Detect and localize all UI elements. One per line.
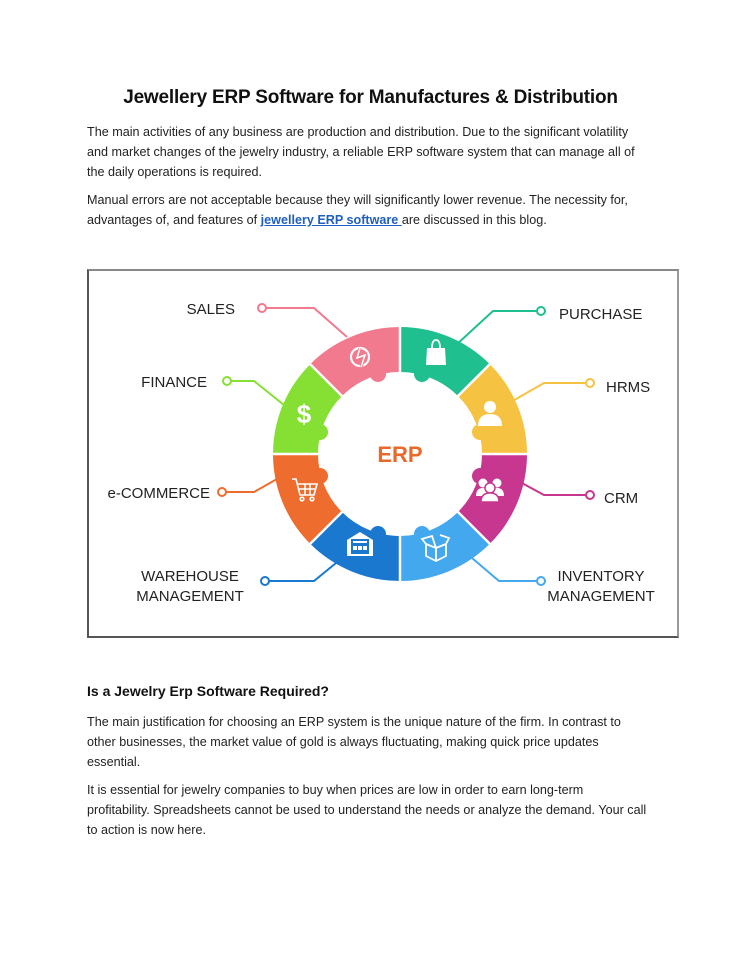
section-paragraph-1: The main justification for choosing an E… [87, 715, 621, 769]
intro-paragraph-2-text: Manual errors are not acceptable because… [87, 193, 628, 227]
inventory-segment [400, 512, 490, 581]
section-heading: Is a Jewelry Erp Software Required? [87, 683, 329, 699]
people-group-icon [476, 478, 504, 503]
sales-chart-icon [349, 346, 371, 368]
section-paragraph-2: It is essential for jewelry companies to… [87, 783, 647, 837]
erp-wheel-graphic: $ ERP SALES PURC [107, 301, 655, 605]
sales-segment [310, 327, 400, 396]
warehouse-icon [347, 532, 373, 556]
erp-center-label: ERP [377, 442, 422, 467]
label-inventory-line2: MANAGEMENT [547, 588, 655, 605]
label-finance: FINANCE [141, 374, 207, 391]
person-icon [478, 401, 502, 426]
label-ecommerce: e-COMMERCE [107, 485, 210, 502]
label-crm: CRM [604, 490, 638, 507]
label-hrms: HRMS [606, 379, 650, 396]
shopping-bag-icon [426, 339, 446, 365]
finance-segment [273, 364, 342, 454]
label-warehouse-line2: MANAGEMENT [136, 588, 244, 605]
jewellery-erp-software-link[interactable]: jewellery ERP software [260, 213, 402, 227]
ecommerce-segment [273, 454, 342, 544]
document-title: Jewellery ERP Software for Manufactures … [123, 87, 618, 108]
intro-paragraph-1: The main activities of any business are … [87, 125, 635, 179]
svg-text:$: $ [297, 399, 312, 429]
open-box-icon [420, 534, 451, 563]
label-purchase: PURCHASE [559, 306, 642, 323]
shopping-cart-icon [292, 478, 319, 502]
label-inventory-line1: INVENTORY [558, 568, 645, 585]
intro-paragraph-2-tail: are discussed in this blog. [401, 213, 547, 227]
erp-modules-diagram: $ ERP SALES PURC [87, 269, 679, 638]
label-sales: SALES [187, 301, 235, 318]
intro-paragraph-2: Manual errors are not acceptable because… [87, 190, 647, 230]
dollar-icon: $ [297, 399, 312, 429]
label-warehouse-line1: WAREHOUSE [141, 568, 239, 585]
